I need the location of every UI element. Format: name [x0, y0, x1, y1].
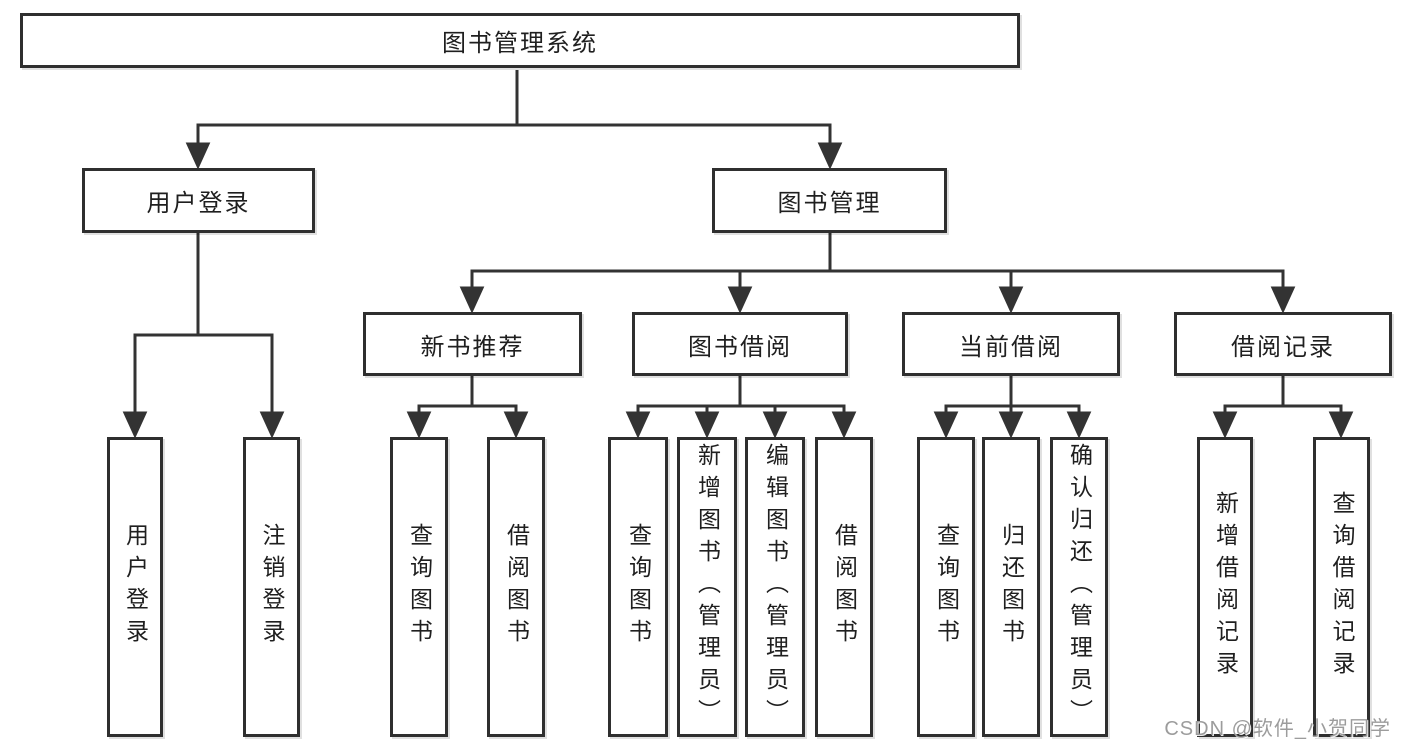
leaf-current-query-books-label: 查询图书: [933, 523, 960, 651]
leaf-user-login: 用户登录: [107, 437, 163, 737]
node-book-borrow: 图书借阅: [632, 312, 848, 376]
leaf-borrow-add-books-admin: 新增图书（管理员）: [677, 437, 737, 737]
connector-books-to-level3: [459, 233, 1296, 314]
node-borrow-records: 借阅记录: [1174, 312, 1392, 376]
connector-current-to-leaves: [933, 376, 1092, 439]
leaf-borrow-borrow-books-label: 借阅图书: [831, 523, 858, 651]
leaf-current-confirm-return-admin: 确认归还（管理员）: [1050, 437, 1108, 737]
node-root: 图书管理系统: [20, 13, 1020, 68]
leaf-user-login-label: 用户登录: [122, 523, 149, 651]
node-borrow-records-label: 借阅记录: [1231, 333, 1335, 361]
node-current-borrow-label: 当前借阅: [959, 333, 1063, 361]
connector-root-to-level2: [185, 70, 843, 170]
leaf-records-add-record: 新增借阅记录: [1197, 437, 1253, 737]
node-book-management: 图书管理: [712, 168, 947, 233]
leaf-borrow-add-books-admin-label: 新增图书（管理员）: [694, 443, 721, 731]
leaf-borrow-borrow-books: 借阅图书: [815, 437, 873, 737]
leaf-records-add-record-label: 新增借阅记录: [1212, 491, 1239, 683]
leaf-current-return-books: 归还图书: [982, 437, 1040, 737]
leaf-logout-label: 注销登录: [259, 523, 285, 651]
leaf-logout: 注销登录: [243, 437, 300, 737]
leaf-current-query-books: 查询图书: [917, 437, 975, 737]
connector-records-to-leaves: [1212, 376, 1354, 439]
node-new-book-recommend: 新书推荐: [363, 312, 582, 376]
node-book-management-label: 图书管理: [777, 190, 882, 217]
leaf-borrow-edit-books-admin-label: 编辑图书（管理员）: [762, 443, 789, 731]
csdn-watermark: CSDN @软件_小贺同学: [1164, 718, 1391, 740]
leaf-borrow-query-books: 查询图书: [608, 437, 668, 737]
leaf-recommend-borrow-books-label: 借阅图书: [503, 523, 530, 651]
node-user-login-label: 用户登录: [146, 190, 251, 217]
connector-recommend-to-leaves: [406, 376, 529, 439]
leaf-recommend-query-books: 查询图书: [390, 437, 448, 737]
leaf-current-confirm-return-admin-label: 确认归还（管理员）: [1066, 443, 1093, 731]
node-root-label: 图书管理系统: [442, 30, 598, 57]
node-user-login: 用户登录: [82, 168, 315, 233]
leaf-recommend-query-books-label: 查询图书: [406, 523, 433, 651]
leaf-current-return-books-label: 归还图书: [998, 523, 1025, 651]
node-current-borrow: 当前借阅: [902, 312, 1120, 376]
leaf-records-query-record: 查询借阅记录: [1313, 437, 1370, 737]
leaf-borrow-query-books-label: 查询图书: [625, 523, 652, 651]
node-book-borrow-label: 图书借阅: [688, 333, 792, 361]
leaf-borrow-edit-books-admin: 编辑图书（管理员）: [745, 437, 805, 737]
node-new-book-recommend-label: 新书推荐: [420, 333, 525, 361]
connector-borrow-to-leaves: [625, 376, 857, 439]
leaf-records-query-record-label: 查询借阅记录: [1329, 491, 1355, 683]
leaf-recommend-borrow-books: 借阅图书: [487, 437, 545, 737]
connector-user-to-leaves: [122, 233, 285, 439]
